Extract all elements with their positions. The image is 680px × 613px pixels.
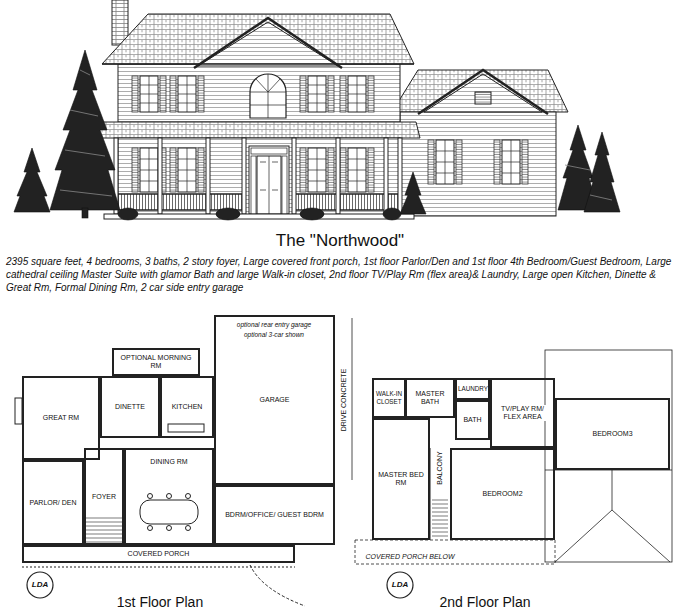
room-label: BATH xyxy=(462,416,482,424)
garage-wing xyxy=(392,70,568,216)
room-box: FOYER xyxy=(84,448,124,545)
plan-note: optional 3-car shown xyxy=(243,331,305,338)
room-label: OPTIONAL MORNING RM xyxy=(115,354,197,370)
room-box: GARAGE xyxy=(214,315,335,485)
logo-mark: LDA xyxy=(31,580,49,589)
room-label: KITCHEN xyxy=(171,403,204,411)
room-box: BEDROOM2 xyxy=(450,448,555,540)
plan-note: optional rear entry garage xyxy=(236,321,312,328)
room-label: WALK-IN CLOSET xyxy=(375,390,403,406)
floor-plan-lines xyxy=(15,318,672,606)
plan-note: BALCONY xyxy=(436,450,444,485)
room-label: BDRM/OFFICE/ GUEST BDRM xyxy=(224,511,325,519)
room-box: MASTER BATH xyxy=(405,378,455,418)
room-label: BEDROOM2 xyxy=(481,490,523,498)
room-box: DINETTE xyxy=(100,376,160,438)
room-label: BEDROOM3 xyxy=(591,430,633,438)
room-box: PARLOR/ DEN xyxy=(22,460,84,545)
room-label: PARLOR/ DEN xyxy=(29,499,78,507)
room-box: BEDROOM3 xyxy=(555,398,670,470)
room-box: BDRM/OFFICE/ GUEST BDRM xyxy=(214,485,335,545)
plan-heading: 2nd Floor Plan xyxy=(438,594,531,610)
room-box: MASTER BED RM xyxy=(372,418,430,540)
trees xyxy=(14,50,620,220)
plan-title: The "Northwood" xyxy=(0,231,680,251)
room-box: OPTIONAL MORNING RM xyxy=(112,348,200,376)
room-box: BATH xyxy=(455,400,490,440)
plan-note: DRIVE CONCRETE xyxy=(340,368,348,433)
room-label: TV/PLAY RM/ FLEX AREA xyxy=(493,405,552,421)
room-label: MASTER BATH xyxy=(408,390,452,406)
room-box: LAUNDRY xyxy=(455,378,490,400)
room-box: COVERED PORCH xyxy=(22,545,295,563)
plan-note: COVERED PORCH BELOW xyxy=(364,553,455,561)
room-box: DINING RM xyxy=(124,448,214,545)
room-box: WALK-IN CLOSET xyxy=(372,378,406,418)
room-label: DINING RM xyxy=(149,458,188,466)
logo-mark: LDA xyxy=(391,580,409,589)
room-label: GARAGE xyxy=(259,396,291,404)
main-house xyxy=(96,0,420,219)
room-label: FOYER xyxy=(91,493,117,501)
room-box: TV/PLAY RM/ FLEX AREA xyxy=(490,378,555,448)
room-label: DINETTE xyxy=(114,403,146,411)
room-box: KITCHEN xyxy=(160,376,214,438)
room-label: COVERED PORCH xyxy=(127,550,191,558)
room-label: GREAT RM xyxy=(42,414,80,422)
plan-description: 2395 square feet, 4 bedrooms, 3 baths, 2… xyxy=(6,255,674,294)
room-label: LAUNDRY xyxy=(457,385,488,393)
plan-heading: 1st Floor Plan xyxy=(116,594,204,610)
room-label: MASTER BED RM xyxy=(375,471,427,487)
